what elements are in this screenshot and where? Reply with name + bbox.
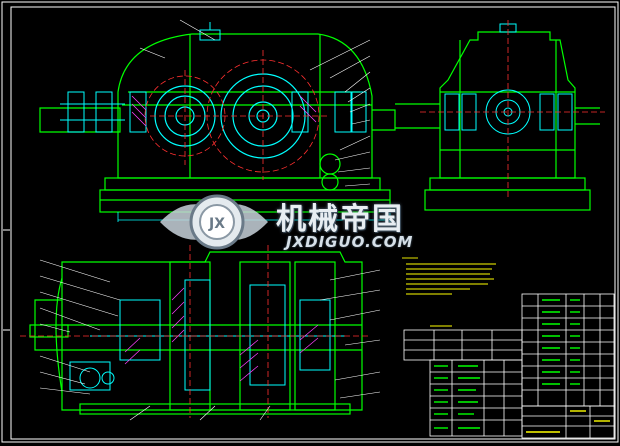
gear-teeth bbox=[69, 279, 345, 391]
inspection-cover bbox=[199, 22, 221, 41]
parts-list-right-text bbox=[542, 299, 580, 385]
front-leaders bbox=[139, 19, 371, 187]
top-centerlines bbox=[20, 245, 370, 418]
emblem-letters: JX bbox=[208, 216, 225, 232]
section-hatch bbox=[124, 287, 319, 382]
parts-list-right bbox=[521, 293, 615, 407]
top-leaders bbox=[39, 259, 381, 421]
flange-bolts bbox=[60, 91, 367, 133]
title-block-text bbox=[526, 410, 610, 433]
gear-pitch-circles bbox=[144, 50, 330, 180]
title-block bbox=[521, 405, 615, 439]
front-hatch bbox=[131, 95, 317, 127]
parts-list-left bbox=[429, 359, 523, 437]
watermark-subtitle: JXDIGUO.COM bbox=[286, 233, 414, 251]
side-view bbox=[395, 20, 605, 211]
oil-gauge bbox=[319, 153, 341, 191]
watermark-title: 机械帝国 bbox=[276, 202, 404, 237]
parameter-table bbox=[403, 329, 523, 361]
watermark-emblem: JX bbox=[160, 194, 268, 250]
technical-notes bbox=[402, 257, 496, 327]
parts-list-left-text bbox=[434, 365, 480, 429]
top-view bbox=[20, 245, 381, 421]
front-view bbox=[39, 22, 396, 222]
